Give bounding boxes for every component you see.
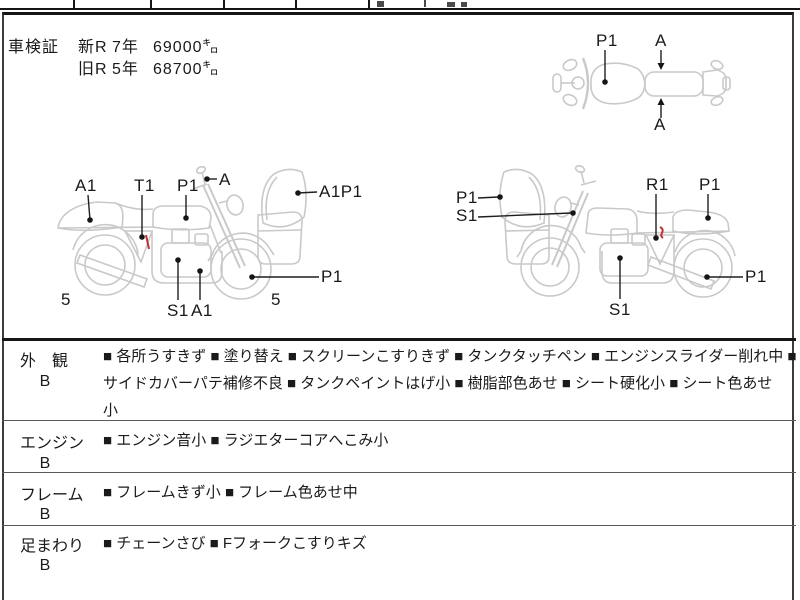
left-side-label-a-mirror: A [219, 170, 231, 189]
section-exterior-label: 外 観 [20, 353, 69, 370]
registration-label: 車検証 [8, 39, 60, 56]
registration-years-old: 5年 [112, 61, 139, 78]
section-undercarriage-grade: B [39, 557, 51, 574]
left-side-label-s1-engine: S1 [167, 301, 189, 320]
top-view-leader-lines [604, 50, 662, 118]
header-cell-divider [295, 0, 297, 8]
clipped-text-fragment [461, 2, 467, 7]
motorcycle-right-side-diagram: P1 S1 R1 P1 P1 S1 [448, 165, 775, 320]
left-side-label-p1-wheel: P1 [321, 267, 343, 286]
section-engine-label: エンジン [20, 435, 85, 452]
section-undercarriage-label: 足まわり [20, 538, 85, 555]
header-row-bottom-border [0, 8, 800, 10]
left-side-label-5-front: 5 [271, 290, 281, 309]
clipped-text-fragment [447, 2, 455, 7]
clipped-text-fragment [377, 1, 384, 7]
left-side-label-5-rear: 5 [61, 290, 71, 309]
section-frame-label: フレーム [20, 487, 84, 504]
left-side-label-a1-seat: A1 [75, 176, 97, 195]
top-view-lineart [552, 57, 731, 110]
header-cell-divider [73, 0, 75, 8]
header-cell-divider [150, 0, 152, 8]
right-side-label-s1-light: S1 [456, 206, 478, 225]
registration-km-new: 69000㌔ [153, 39, 220, 56]
left-side-lineart [57, 165, 307, 300]
left-side-markers [87, 176, 301, 280]
right-side-markers [497, 194, 711, 280]
motorcycle-top-view-art [552, 50, 731, 118]
left-side-label-t1-frame: T1 [134, 176, 155, 195]
top-view-label-a-lower: A [654, 115, 666, 134]
motorcycle-right-side-art [477, 165, 743, 299]
top-view-markers [602, 63, 665, 105]
left-side-label-p1-tank: P1 [177, 176, 199, 195]
section-exterior-line-2: サイドカバーパテ補修不良 ■ タンクペイントはげ小 ■ 樹脂部色あせ ■ シート… [103, 375, 773, 392]
right-side-label-p1-tail: P1 [699, 175, 721, 194]
section-exterior-line-3: 小 [103, 402, 119, 419]
motorcycle-left-side-diagram: A1 T1 P1 A A1P1 5 S1 A1 P1 5 [55, 165, 365, 325]
left-side-label-a1-frame: A1 [191, 301, 213, 320]
red-defect-mark-r1 [659, 226, 664, 239]
registration-km-old: 68700㌔ [153, 61, 220, 78]
header-cell-divider [223, 0, 225, 8]
registration-era-old: 旧R [78, 61, 108, 78]
top-view-label-a-upper: A [655, 31, 667, 50]
left-side-label-a1p1-screen: A1P1 [319, 182, 363, 201]
section-divider-frame [2, 472, 796, 473]
top-view-label-p1: P1 [596, 31, 618, 50]
section-engine-line-1: ■ エンジン音小 ■ ラジエターコアへこみ小 [103, 432, 389, 449]
section-exterior-grade: B [39, 373, 51, 390]
section-frame-line-1: ■ フレームきず小 ■ フレーム色あせ中 [103, 484, 358, 501]
section-divider-main [2, 338, 796, 341]
right-side-label-r1-frame: R1 [646, 175, 669, 194]
motorcycle-left-side-art [57, 165, 319, 300]
motorcycle-top-view-diagram: P1 A A [545, 30, 735, 135]
section-divider-undercarriage [2, 525, 796, 526]
right-side-label-p1-screen: P1 [456, 188, 478, 207]
red-defect-mark-t1 [145, 234, 150, 250]
cropped-header-row [0, 0, 800, 10]
section-exterior-line-1: ■ 各所うすきず ■ 塗り替え ■ スクリーンこすりきず ■ タンクタッチペン … [103, 348, 797, 365]
clipped-text-fragment [424, 0, 426, 7]
left-side-leader-lines [87, 178, 319, 300]
right-side-label-s1-engine: S1 [609, 300, 631, 319]
section-engine-grade: B [39, 455, 51, 472]
section-divider-engine [2, 420, 796, 421]
right-side-lineart [499, 165, 736, 298]
section-undercarriage-line-1: ■ チェーンさび ■ Fフォークこすりキズ [103, 535, 367, 552]
section-frame-grade: B [39, 506, 51, 523]
right-side-label-p1-wheel: P1 [745, 267, 767, 286]
right-side-leader-lines [477, 194, 743, 299]
sheet-border [2, 12, 794, 600]
registration-years-new: 7年 [112, 39, 139, 56]
header-cell-divider [368, 0, 370, 8]
registration-era-new: 新R [78, 39, 108, 56]
